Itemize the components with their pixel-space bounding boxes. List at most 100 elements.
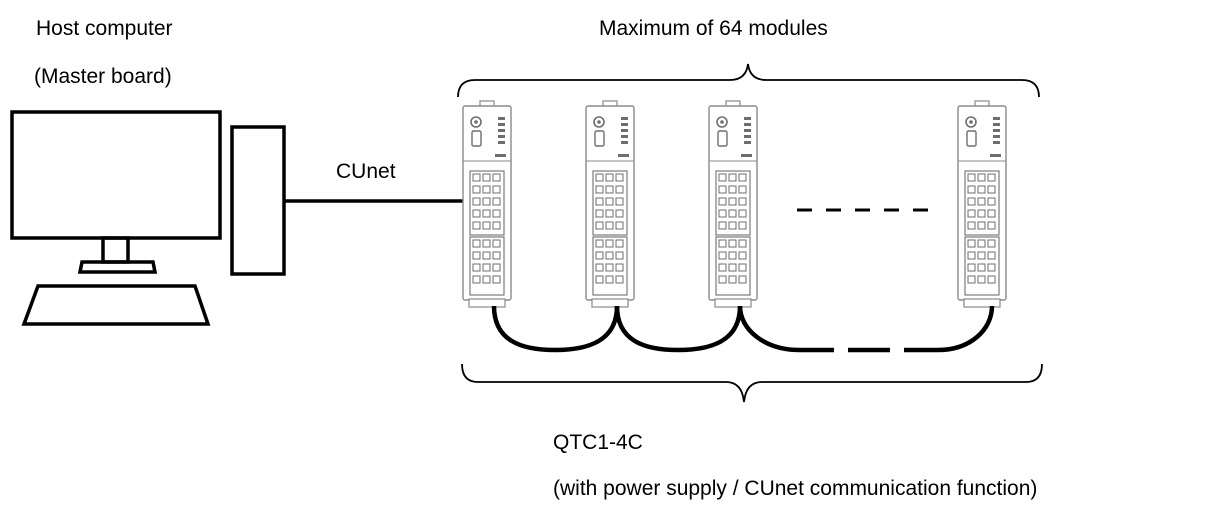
module-terminal-screw xyxy=(987,275,996,284)
module-rotary-switch xyxy=(716,116,728,128)
module-indicator-led xyxy=(993,117,1000,120)
module-terminal-screw xyxy=(472,197,481,206)
module-terminal-screw xyxy=(615,275,624,284)
module-terminal-screw xyxy=(977,221,986,230)
module-indicator-led xyxy=(621,141,628,144)
module-indicator-led xyxy=(744,123,751,126)
monitor-neck xyxy=(101,236,130,264)
module-terminal-screw xyxy=(718,185,727,194)
module-terminal-screw xyxy=(738,173,747,182)
bottom-brace xyxy=(461,363,1043,403)
module-terminal-screw xyxy=(987,263,996,272)
module-terminal-screw xyxy=(967,209,976,218)
module-terminal-screw xyxy=(977,263,986,272)
module-indicator-led xyxy=(498,141,505,144)
module-terminal-screw xyxy=(615,263,624,272)
module-brand-mark xyxy=(741,154,752,157)
module-terminal-block xyxy=(715,236,751,296)
module-terminal-screw xyxy=(482,173,491,182)
module-rotary-switch xyxy=(965,116,977,128)
module-terminal-screw xyxy=(728,251,737,260)
module-terminal-screw xyxy=(615,173,624,182)
module-terminal-screw xyxy=(595,197,604,206)
module-terminal-block xyxy=(715,170,751,236)
module-indicator-led xyxy=(498,129,505,132)
module-terminal-screw xyxy=(595,221,604,230)
module-terminal-screw xyxy=(967,197,976,206)
module-terminal-screw xyxy=(595,209,604,218)
module-bottom-connector xyxy=(468,298,506,308)
module-terminal-screw xyxy=(718,275,727,284)
module-indicator-led xyxy=(621,117,628,120)
host-label-line2: (Master board) xyxy=(34,65,172,88)
module-terminal-screw xyxy=(967,239,976,248)
module-terminal-screw xyxy=(967,275,976,284)
module-terminal-screw xyxy=(718,251,727,260)
module-terminal-screw xyxy=(595,173,604,182)
module-terminal-screw xyxy=(472,209,481,218)
module-terminal-screw xyxy=(967,263,976,272)
module-terminal-screw xyxy=(718,173,727,182)
module-terminal-screw xyxy=(482,239,491,248)
module-terminal-screw xyxy=(472,263,481,272)
module-terminal-screw xyxy=(728,185,737,194)
module-terminal-block xyxy=(592,170,628,236)
module-rotary-switch xyxy=(593,116,605,128)
daisy-chain-cables xyxy=(491,305,995,353)
module-terminal-screw xyxy=(615,239,624,248)
module-bottom-connector xyxy=(591,298,629,308)
module-indicator-led xyxy=(621,123,628,126)
module-terminal-screw xyxy=(977,173,986,182)
module-terminal-screw xyxy=(728,263,737,272)
module-terminal-screw xyxy=(492,221,501,230)
module-terminal-screw xyxy=(738,209,747,218)
module-description-label: (with power supply / CUnet communication… xyxy=(553,477,1038,500)
module-terminal-screw xyxy=(728,209,737,218)
module-indicator-led xyxy=(993,141,1000,144)
module-terminal-screw xyxy=(472,239,481,248)
module-terminal-screw xyxy=(728,221,737,230)
module-terminal-screw xyxy=(967,221,976,230)
module-indicator-led xyxy=(498,123,505,126)
module-terminal-screw xyxy=(595,185,604,194)
chain-cable-1-2 xyxy=(491,305,620,353)
module-indicator-led xyxy=(621,135,628,138)
module-terminal-screw xyxy=(482,221,491,230)
chain-cable-3-end xyxy=(737,305,995,353)
module-rotary-center xyxy=(474,120,478,124)
module-terminal-screw xyxy=(482,197,491,206)
module-terminal-screw xyxy=(615,251,624,260)
module-terminal-screw xyxy=(987,239,996,248)
module-rotary-center xyxy=(720,120,724,124)
module-terminal-screw xyxy=(615,209,624,218)
module-brand-mark xyxy=(990,154,1001,157)
module-terminal-screw xyxy=(738,275,747,284)
module-indicator-led xyxy=(498,135,505,138)
module-terminal-screw xyxy=(728,239,737,248)
module-terminal-block xyxy=(469,236,505,296)
module-terminal-screw xyxy=(482,185,491,194)
module-name-label: QTC1-4C xyxy=(553,431,643,454)
max-modules-label: Maximum of 64 modules xyxy=(599,17,828,40)
module-bottom-connector xyxy=(963,298,1001,308)
module-port xyxy=(471,130,482,147)
module-unit xyxy=(708,100,758,308)
keyboard xyxy=(21,284,211,326)
module-terminal-screw xyxy=(987,185,996,194)
module-terminal-screw xyxy=(492,239,501,248)
modules-group xyxy=(462,100,1007,308)
module-terminal-screw xyxy=(472,251,481,260)
module-terminal-screw xyxy=(595,239,604,248)
module-terminal-screw xyxy=(472,275,481,284)
module-terminal-screw xyxy=(605,251,614,260)
module-indicator-led xyxy=(993,123,1000,126)
module-terminal-screw xyxy=(482,275,491,284)
module-terminal-screw xyxy=(615,221,624,230)
module-terminal-screw xyxy=(472,173,481,182)
module-terminal-screw xyxy=(977,251,986,260)
module-terminal-screw xyxy=(728,197,737,206)
module-terminal-screw xyxy=(605,221,614,230)
module-terminal-block xyxy=(964,170,1000,236)
module-terminal-screw xyxy=(967,185,976,194)
